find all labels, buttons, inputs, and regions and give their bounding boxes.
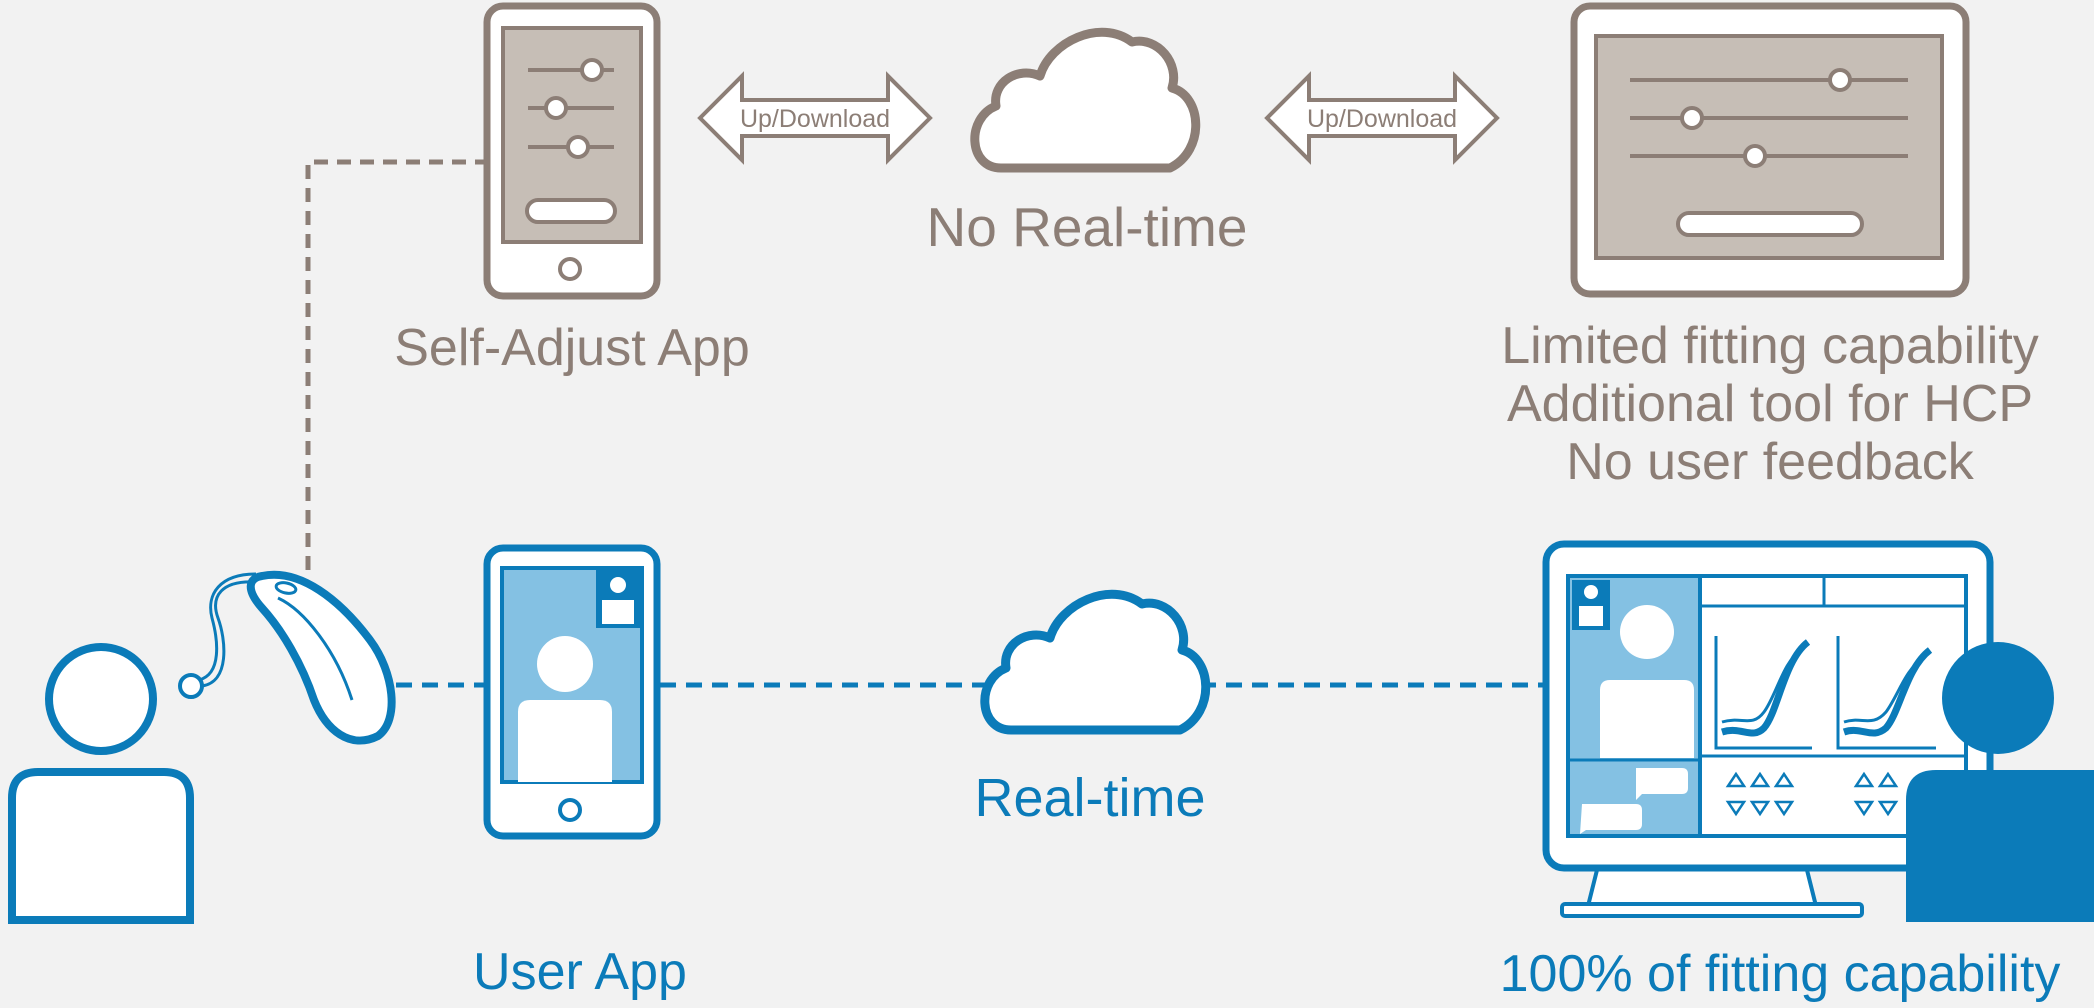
real-time-label: Real-time <box>974 768 1206 828</box>
arrow-left-label: Up/Download <box>740 105 890 133</box>
monitor-fitting-software-icon <box>1542 540 1994 918</box>
no-real-time-label: No Real-time <box>926 196 1248 258</box>
hcp-person-icon <box>1906 642 2094 922</box>
smartphone-sliders-icon <box>483 2 661 300</box>
fitting-note-no-user-feedback: No user feedback <box>1566 433 1974 491</box>
cloud-icon <box>970 27 1201 173</box>
fitting-note-limited-capability: Limited fitting capability <box>1501 317 2039 375</box>
fitting-notes: Limited fitting capability Additional to… <box>1430 320 2094 494</box>
tablet-sliders-icon <box>1570 2 1970 298</box>
up-download-arrow-right-icon: Up/Download <box>1264 71 1500 165</box>
user-person-icon <box>8 643 194 924</box>
full-fitting-capability-label: 100% of fitting capability <box>1499 945 2061 1003</box>
arrow-right-label: Up/Download <box>1307 105 1457 133</box>
smartphone-video-call-icon <box>483 544 661 840</box>
hearing-aid-icon <box>178 570 396 745</box>
self-adjust-app-label: Self-Adjust App <box>394 319 750 377</box>
fitting-note-additional-tool: Additional tool for HCP <box>1506 375 2034 433</box>
up-download-arrow-left-icon: Up/Download <box>697 71 933 165</box>
cloud-icon <box>980 589 1211 735</box>
user-app-label: User App <box>473 943 687 1001</box>
